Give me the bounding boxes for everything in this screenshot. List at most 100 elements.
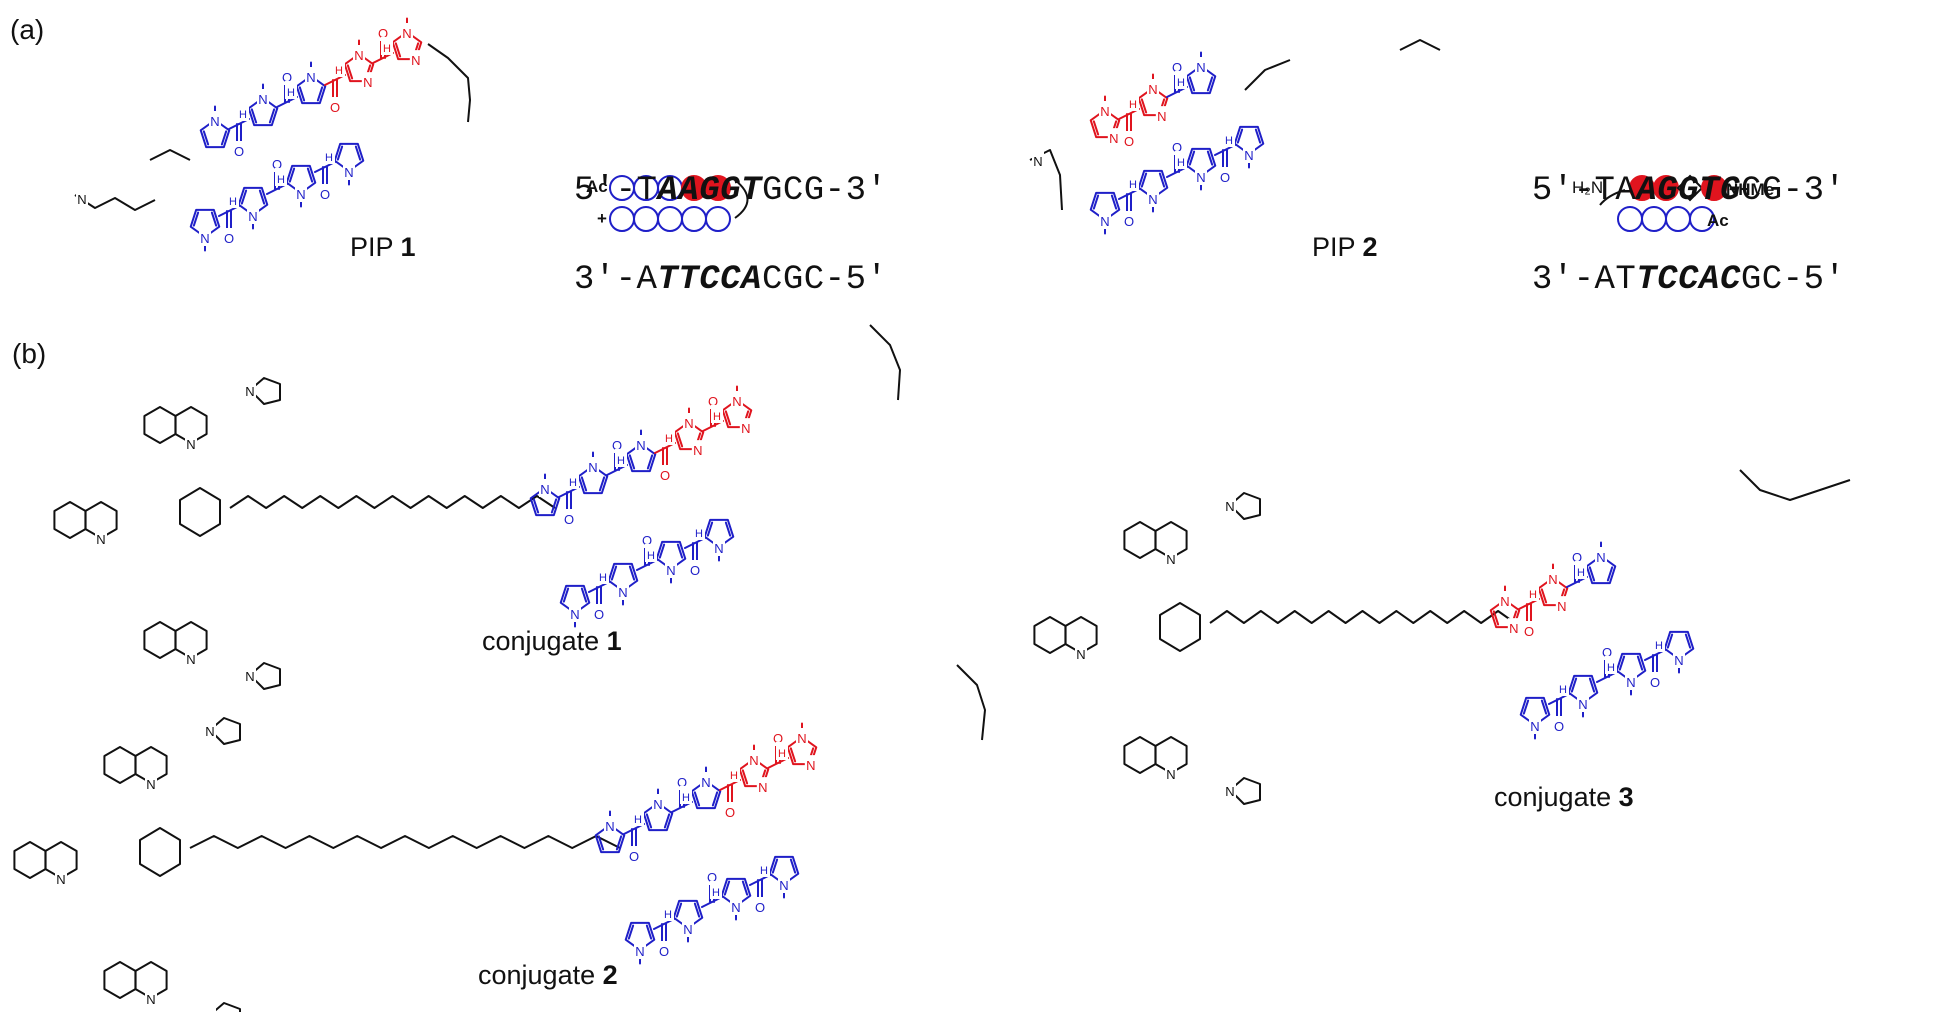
- atom-label-mask: [305, 67, 317, 85]
- pip1-caption-prefix: PIP: [350, 232, 401, 262]
- ring-double-bond: [1618, 655, 1626, 671]
- pyridine-dicarboxamide-core: [1159, 602, 1201, 652]
- pip2-binding-schematic: [1599, 174, 1727, 232]
- atom-label-mask: [1075, 644, 1087, 662]
- pyrrole-ring: [768, 855, 800, 885]
- atom-label-mask: [635, 435, 647, 453]
- atom-label-mask: [281, 67, 293, 85]
- ring-nitrogen: N: [653, 797, 662, 812]
- ring-double-bond: [1254, 128, 1262, 144]
- atom-label-mask: [329, 97, 341, 115]
- atom-label-mask: [323, 146, 335, 164]
- atom-label-mask: [739, 418, 752, 437]
- pip2-caption-number: 2: [1362, 232, 1378, 262]
- carbonyl-oxygen: O: [677, 775, 687, 790]
- ring-nitrogen: N: [570, 607, 579, 622]
- pyrrole-ring: [1089, 191, 1121, 221]
- ring-double-bond: [789, 858, 797, 874]
- imidazole-nitrogen: N: [1509, 621, 1518, 636]
- dna-text: 3′-AT: [1531, 261, 1637, 299]
- atom-label-mask: [209, 111, 221, 129]
- pip2-dna-bottom-strand: 3′-ATTCCACGC-5′: [1490, 223, 1845, 299]
- ring-double-bond: [628, 565, 636, 581]
- carbonyl-oxygen: O: [1602, 645, 1612, 660]
- quinoline-nitrogen: N: [96, 532, 105, 547]
- ring-double-bond: [741, 880, 749, 896]
- ring-double-bond: [1540, 588, 1548, 604]
- pyrrole-ring: [1233, 125, 1265, 155]
- atom-label-mask: [401, 23, 413, 41]
- carbonyl-oxygen: O: [612, 438, 622, 453]
- ring-nitrogen: N: [636, 438, 645, 453]
- ring-double-bond: [723, 880, 731, 896]
- quinoline-nitrogen: N: [186, 437, 195, 452]
- atom-label-mask: [567, 471, 579, 489]
- carbonyl-oxygen: O: [725, 805, 735, 820]
- ring-nitrogen: N: [1626, 675, 1635, 690]
- ring-double-bond: [724, 521, 732, 537]
- carbonyl-oxygen: O: [330, 100, 340, 115]
- ring-double-bond: [1588, 677, 1596, 693]
- ring-double-bond: [336, 145, 344, 161]
- ring-double-bond: [250, 108, 258, 124]
- ring-double-bond: [676, 432, 684, 448]
- imidazole-ring: [1137, 87, 1169, 117]
- atom-label-mask: [563, 509, 575, 527]
- ring-double-bond: [550, 498, 558, 514]
- atom-label-mask: [95, 529, 107, 547]
- ring-double-bond: [240, 189, 248, 205]
- conjugate3-caption-number: 3: [1618, 782, 1634, 812]
- quinoline-nitrogen: N: [1166, 767, 1175, 782]
- imidazole-circle: [705, 175, 731, 201]
- amide-hydrogen: H: [599, 572, 607, 584]
- atom-label-mask: [796, 728, 808, 746]
- pyrrole-ring: [703, 518, 735, 548]
- pyrrolidine-ring: [1229, 492, 1261, 520]
- atom-label-mask: [615, 449, 627, 467]
- ring-double-bond: [306, 167, 314, 183]
- ring-double-bond: [693, 791, 701, 807]
- pyrrole-ring: [672, 899, 704, 929]
- atom-label-mask: [353, 45, 365, 63]
- atom-label-mask: [756, 777, 769, 796]
- ring-double-bond: [645, 813, 653, 829]
- atom-label-mask: [693, 522, 705, 540]
- pyrrolidine-nitrogen: N: [205, 724, 214, 739]
- ring-nitrogen: N: [306, 70, 315, 85]
- ring-nitrogen: N: [588, 460, 597, 475]
- ring-double-bond: [354, 145, 362, 161]
- dna-recognition-site: AGGTG: [1636, 172, 1741, 210]
- gaba-turn: [869, 324, 901, 401]
- carbonyl-oxygen: O: [564, 512, 574, 527]
- atom-label-mask: [381, 37, 393, 55]
- panel-b-label: (b): [12, 338, 47, 369]
- quinoline-nitrogen: N: [1166, 552, 1175, 567]
- atom-label-mask: [658, 941, 670, 959]
- atom-label-mask: [1555, 596, 1568, 615]
- atom-label-mask: [748, 750, 760, 768]
- amide-hydrogen: H: [383, 43, 391, 55]
- ring-double-bond: [580, 587, 588, 603]
- atom-label-mask: [689, 560, 701, 578]
- atom-label-mask: [710, 881, 722, 899]
- carbonyl-oxygen: O: [755, 900, 765, 915]
- atom-label-mask: [227, 190, 239, 208]
- carbonyl-oxygen: O: [690, 563, 700, 578]
- atom-label-mask: [1107, 128, 1120, 147]
- ring-double-bond: [1110, 194, 1118, 210]
- imidazole-ring: [343, 53, 375, 83]
- carbonyl-oxygen: O: [1650, 675, 1660, 690]
- imidazole-ring: [1089, 109, 1121, 139]
- atom-label-mask: [1577, 694, 1589, 712]
- ring-nitrogen: N: [1674, 653, 1683, 668]
- atom-label-mask: [1223, 129, 1235, 147]
- imidazole-nitrogen: N: [758, 780, 767, 795]
- conjugate2-caption: conjugate 2: [478, 960, 618, 991]
- atom-label-mask: [707, 391, 719, 409]
- ring-double-bond: [789, 747, 797, 763]
- carbonyl-oxygen: O: [660, 468, 670, 483]
- pip1-plus-label: +: [597, 209, 607, 228]
